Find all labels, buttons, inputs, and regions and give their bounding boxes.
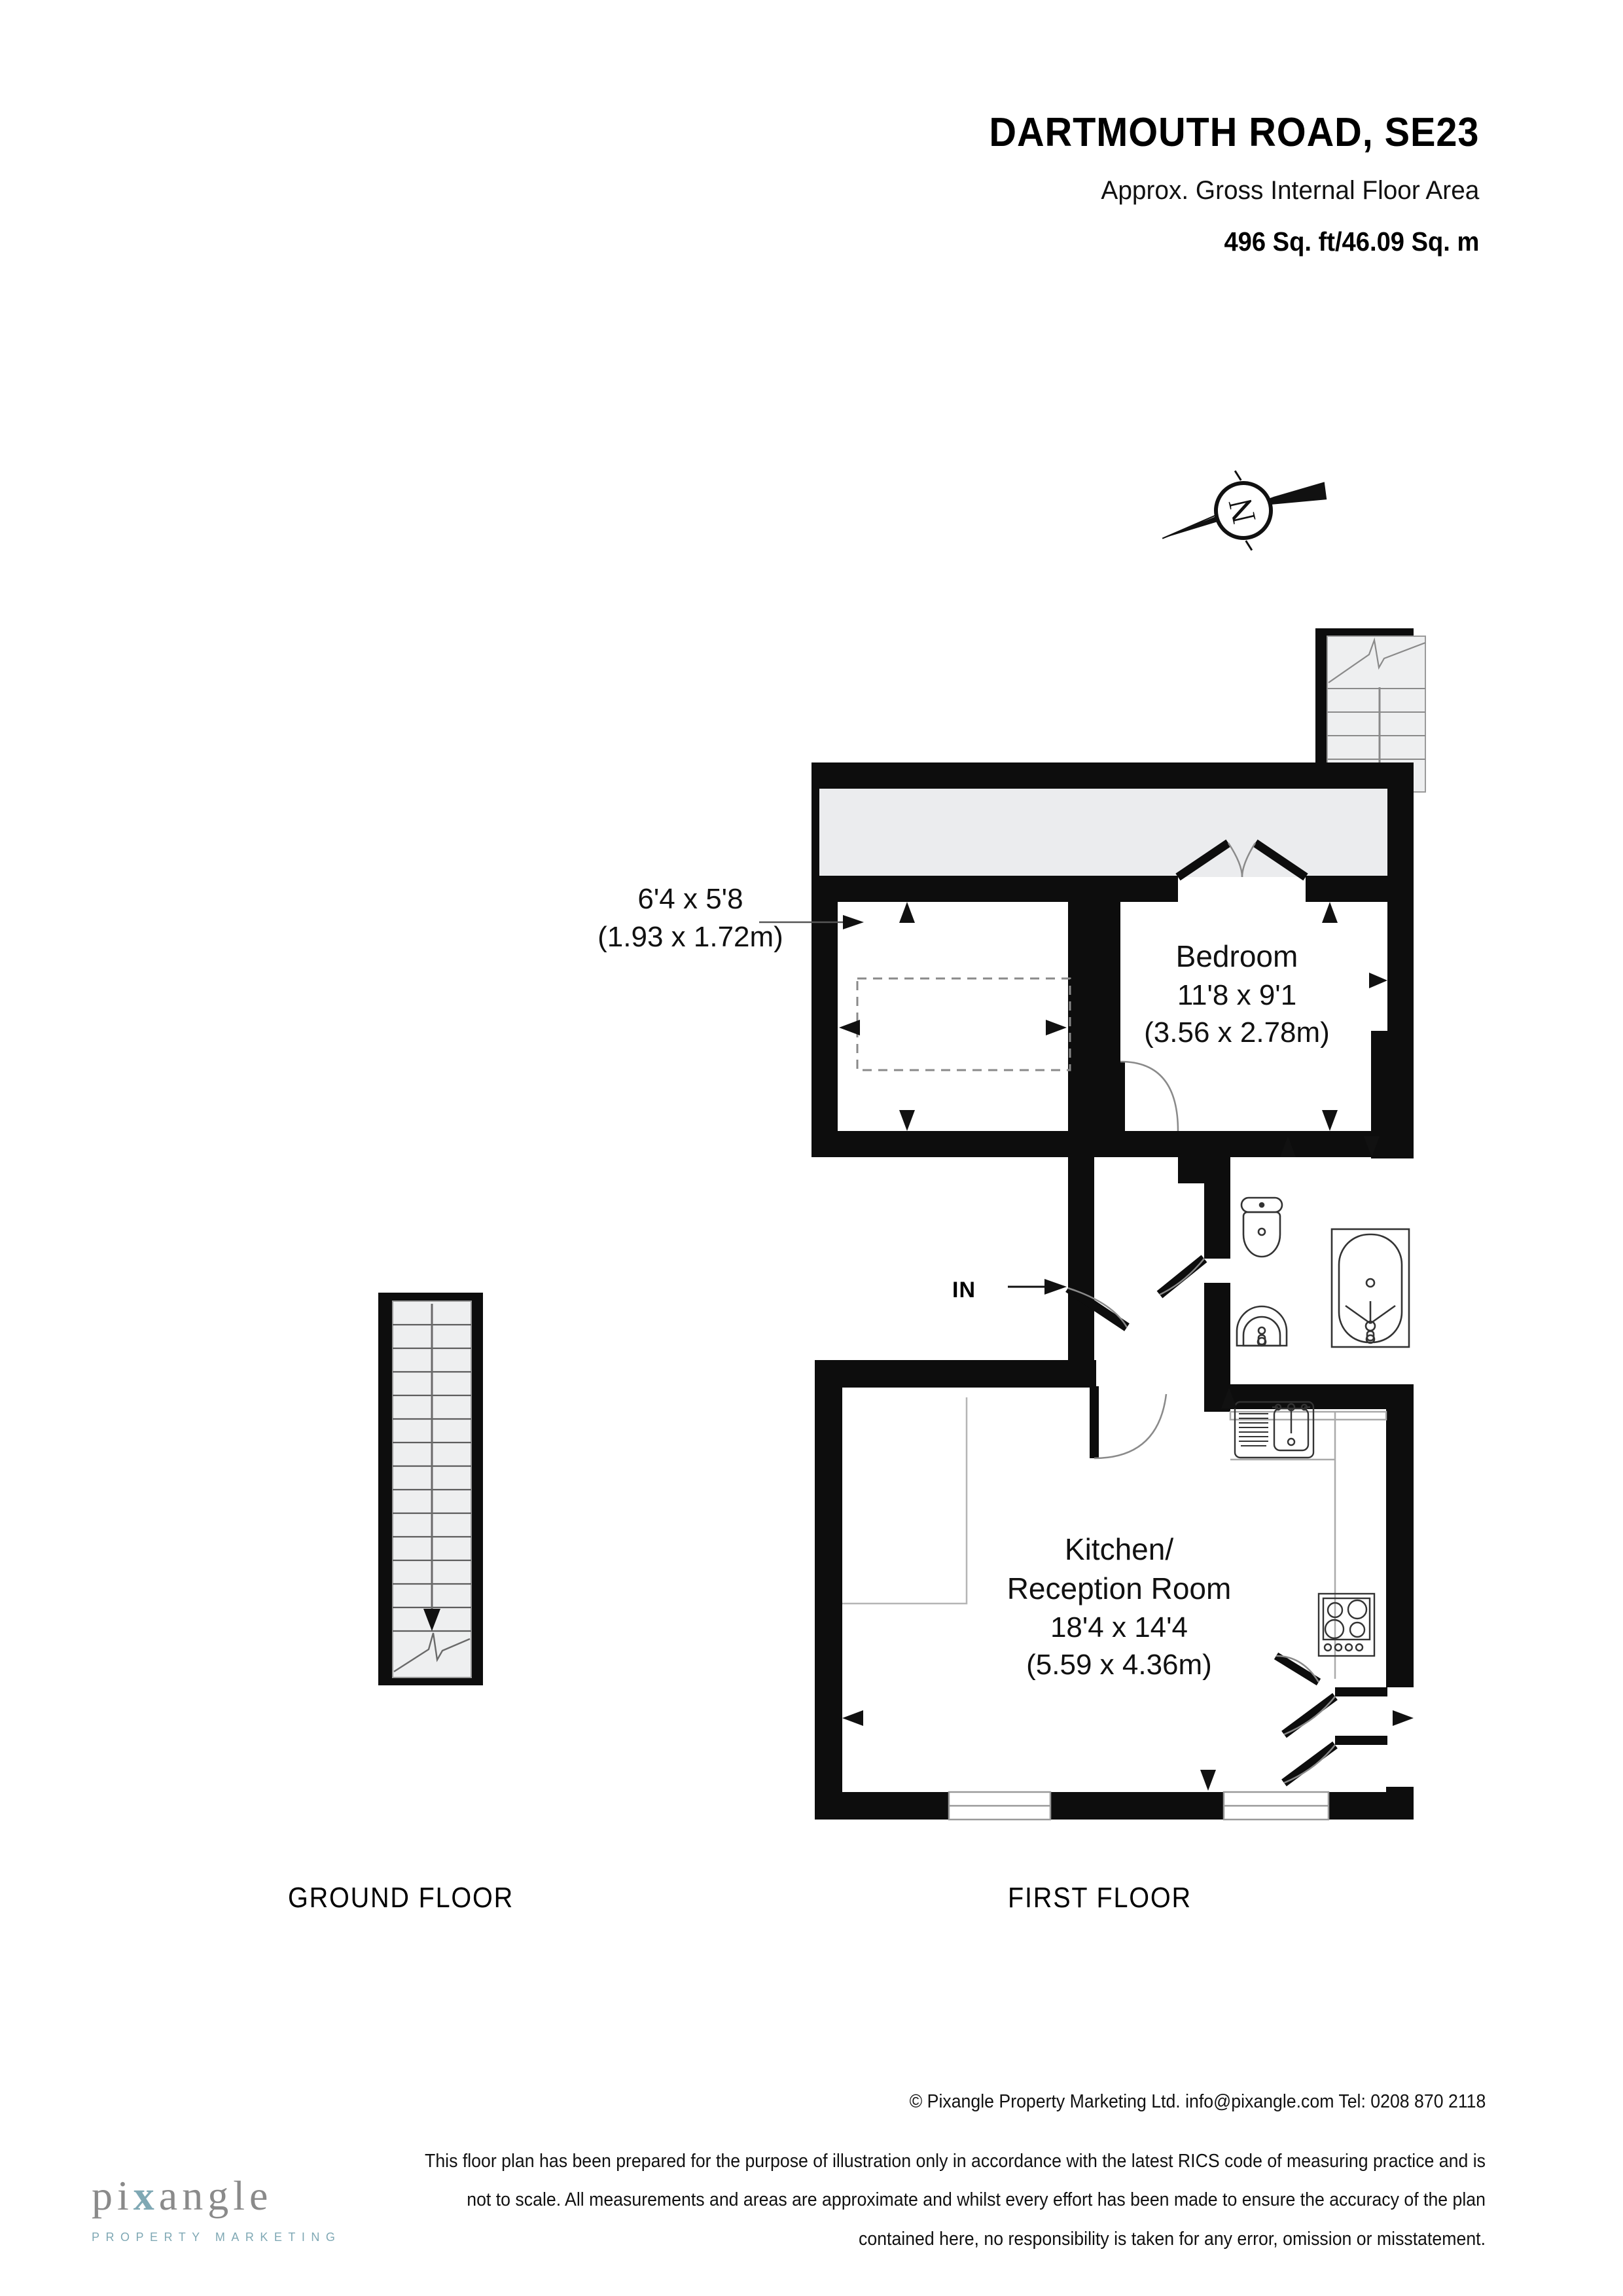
bedroom-bottom-wall — [1094, 1131, 1376, 1157]
copyright-line: © Pixangle Property Marketing Ltd. info@… — [909, 2091, 1486, 2112]
header-block: DARTMOUTH ROAD, SE23 Approx. Gross Inter… — [952, 111, 1479, 257]
bedroom-right-wall-upper — [1387, 789, 1414, 1031]
ground-floor-caption: GROUND FLOOR — [288, 1882, 514, 1914]
bedroom-dim-m: (3.56 x 2.78m) — [1144, 1016, 1330, 1049]
kitchen-arrow-down — [1200, 1770, 1216, 1791]
reception-alcove-line — [842, 1397, 968, 1605]
landing-bottom-wall-left — [812, 876, 1178, 902]
entrance-in-label: IN — [952, 1278, 976, 1302]
kitchen-cupboard-door — [1274, 1652, 1321, 1686]
bathroom-door — [1156, 1255, 1207, 1299]
first-floor-plan — [759, 628, 1426, 1821]
kitchen-bottom-wall-a — [815, 1792, 949, 1820]
total-area-value: 496 Sq. ft/46.09 Sq. m — [1224, 226, 1479, 257]
area-subtitle: Approx. Gross Internal Floor Area — [1101, 176, 1479, 206]
closet-right-wall — [1068, 902, 1094, 1131]
bedroom-name: Bedroom — [1175, 939, 1298, 973]
closet-arrow-down — [899, 1110, 915, 1131]
hob-icon — [1317, 1592, 1376, 1657]
ground-floor-plan — [378, 1293, 483, 1685]
closet-dim-ft: 6'4 x 5'8 — [637, 883, 743, 915]
page-title: DARTMOUTH ROAD, SE23 — [988, 110, 1479, 155]
kitchen-bottom-wall-b — [1050, 1792, 1224, 1820]
disclaimer-block: This floor plan has been prepared for th… — [255, 2142, 1486, 2259]
kitchen-arrow-right — [1393, 1710, 1414, 1726]
kitchen-left-wall — [815, 1386, 842, 1818]
kitchen-name-line1: Kitchen/ — [1064, 1532, 1174, 1566]
kitchen-name-line2: Reception Room — [1007, 1571, 1232, 1605]
kitchen-bottom-wall-c — [1329, 1792, 1414, 1820]
closet-arrow-right — [1046, 1020, 1067, 1035]
compass-icon: N — [1162, 470, 1327, 551]
kitchen-arrow-up — [1221, 1388, 1237, 1408]
logo-wordmark: pixangle — [92, 2172, 366, 2220]
kitchen-dim-m: (5.59 x 4.36m) — [1026, 1648, 1212, 1681]
reception-hall-door — [1090, 1386, 1168, 1460]
disclaimer-line-3: contained here, no responsibility is tak… — [859, 2228, 1486, 2250]
basin-icon — [1236, 1305, 1288, 1347]
bedroom-arrow-right — [1369, 973, 1387, 988]
closet-dimensions: 6'4 x 5'8 (1.93 x 1.72m) — [563, 880, 818, 956]
landing-top-wall — [812, 762, 1414, 789]
first-floor-caption: FIRST FLOOR — [1008, 1882, 1192, 1914]
closet-arrow-left — [839, 1020, 860, 1035]
disclaimer-line-1: This floor plan has been prepared for th… — [425, 2151, 1486, 2172]
kitchen-top-wall-left — [815, 1360, 1096, 1388]
in-arrow-head — [1044, 1279, 1067, 1295]
entrance-door — [1065, 1284, 1130, 1331]
closet-arrow-up — [899, 902, 915, 923]
logo-tagline: PROPERTY MARKETING — [92, 2231, 342, 2244]
bathroom-left-wall-upper — [1204, 1157, 1230, 1259]
rear-double-doors — [1281, 1687, 1387, 1787]
logo-word-x: x — [133, 2172, 159, 2219]
logo-word-pre: pi — [92, 2172, 134, 2219]
hall-left-wall-upper — [1068, 1157, 1094, 1288]
landing-floor — [819, 789, 1414, 877]
pixangle-logo: pixangle PROPERTY MARKETING — [92, 2172, 366, 2270]
bedroom-dim-ft: 11'8 x 9'1 — [1177, 978, 1297, 1011]
bedroom-arrow-down — [1322, 1110, 1338, 1131]
closet-dim-arrow — [843, 915, 864, 929]
kitchen-dim-ft: 18'4 x 14'4 — [1050, 1611, 1188, 1643]
kitchen-right-wall-upper — [1386, 1409, 1414, 1687]
compass-rose: N — [1152, 452, 1335, 569]
first-stair-treads — [1327, 688, 1425, 760]
bedroom-arrow-up — [1322, 902, 1338, 923]
disclaimer-line-2: not to scale. All measurements and areas… — [467, 2189, 1486, 2211]
closet-wardrobe-outline — [856, 977, 1071, 1071]
toilet-icon — [1240, 1196, 1283, 1258]
kitchen-window-1 — [948, 1791, 1052, 1821]
kitchen-arrow-left — [842, 1710, 863, 1726]
bedroom-door — [1116, 1060, 1179, 1132]
bedroom-label: Bedroom 11'8 x 9'1 (3.56 x 2.78m) — [1073, 937, 1400, 1051]
kitchen-reception-label: Kitchen/ Reception Room 18'4 x 14'4 (5.5… — [942, 1530, 1296, 1683]
bathroom-arrow-down — [1364, 1136, 1380, 1157]
bathroom-left-wall-lower — [1204, 1283, 1230, 1391]
first-stair-break-line — [1328, 637, 1426, 683]
landing-double-doors — [1175, 839, 1308, 881]
bathroom-arrow-up — [1280, 1136, 1296, 1157]
bath-icon — [1330, 1228, 1410, 1348]
sink-icon — [1234, 1401, 1315, 1459]
bathroom-bottom-wall — [1204, 1384, 1414, 1409]
logo-word-post: angle — [158, 2172, 273, 2219]
closet-dim-m: (1.93 x 1.72m) — [597, 921, 783, 954]
ground-stair-break-line — [393, 1632, 471, 1673]
kitchen-window-2 — [1222, 1791, 1330, 1821]
